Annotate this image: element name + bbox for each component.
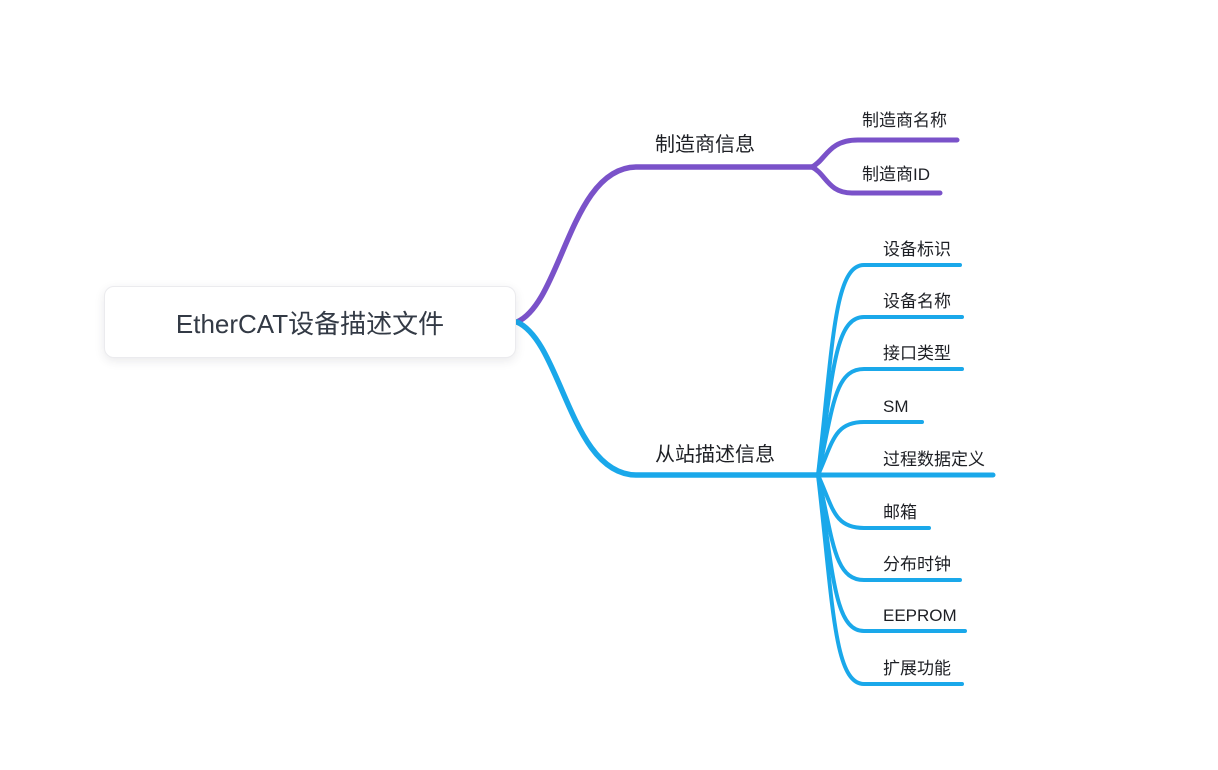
topic-distributed-clock[interactable]: 分布时钟 <box>883 555 951 574</box>
topic-manufacturer-id[interactable]: 制造商ID <box>862 165 930 184</box>
topic-manufacturer-info[interactable]: 制造商信息 <box>655 134 755 156</box>
topic-process-data-definition[interactable]: 过程数据定义 <box>883 450 985 469</box>
root-topic-label: EtherCAT设备描述文件 <box>175 308 445 339</box>
edge-mailbox <box>816 473 931 530</box>
edge-device-name <box>816 315 964 477</box>
edge-manufacturer-id <box>809 164 943 196</box>
edge-root-to-manufacturer-info <box>514 164 815 325</box>
edge-root-to-slave-description <box>514 319 821 478</box>
topic-extended-features[interactable]: 扩展功能 <box>883 659 951 678</box>
topic-slave-description-info[interactable]: 从站描述信息 <box>655 444 775 466</box>
topic-mailbox[interactable]: 邮箱 <box>883 503 917 522</box>
topic-device-id[interactable]: 设备标识 <box>883 240 951 259</box>
edge-extended-features <box>816 473 964 686</box>
edge-sm <box>816 420 924 477</box>
edge-interface-type <box>816 367 964 477</box>
topic-sm[interactable]: SM <box>883 397 909 416</box>
topic-eeprom[interactable]: EEPROM <box>883 606 957 625</box>
edge-manufacturer-name <box>809 137 960 170</box>
root-topic[interactable]: EtherCAT设备描述文件 <box>104 286 516 358</box>
topic-interface-type[interactable]: 接口类型 <box>883 344 951 363</box>
topic-device-name[interactable]: 设备名称 <box>883 292 951 311</box>
topic-manufacturer-name[interactable]: 制造商名称 <box>862 111 947 130</box>
